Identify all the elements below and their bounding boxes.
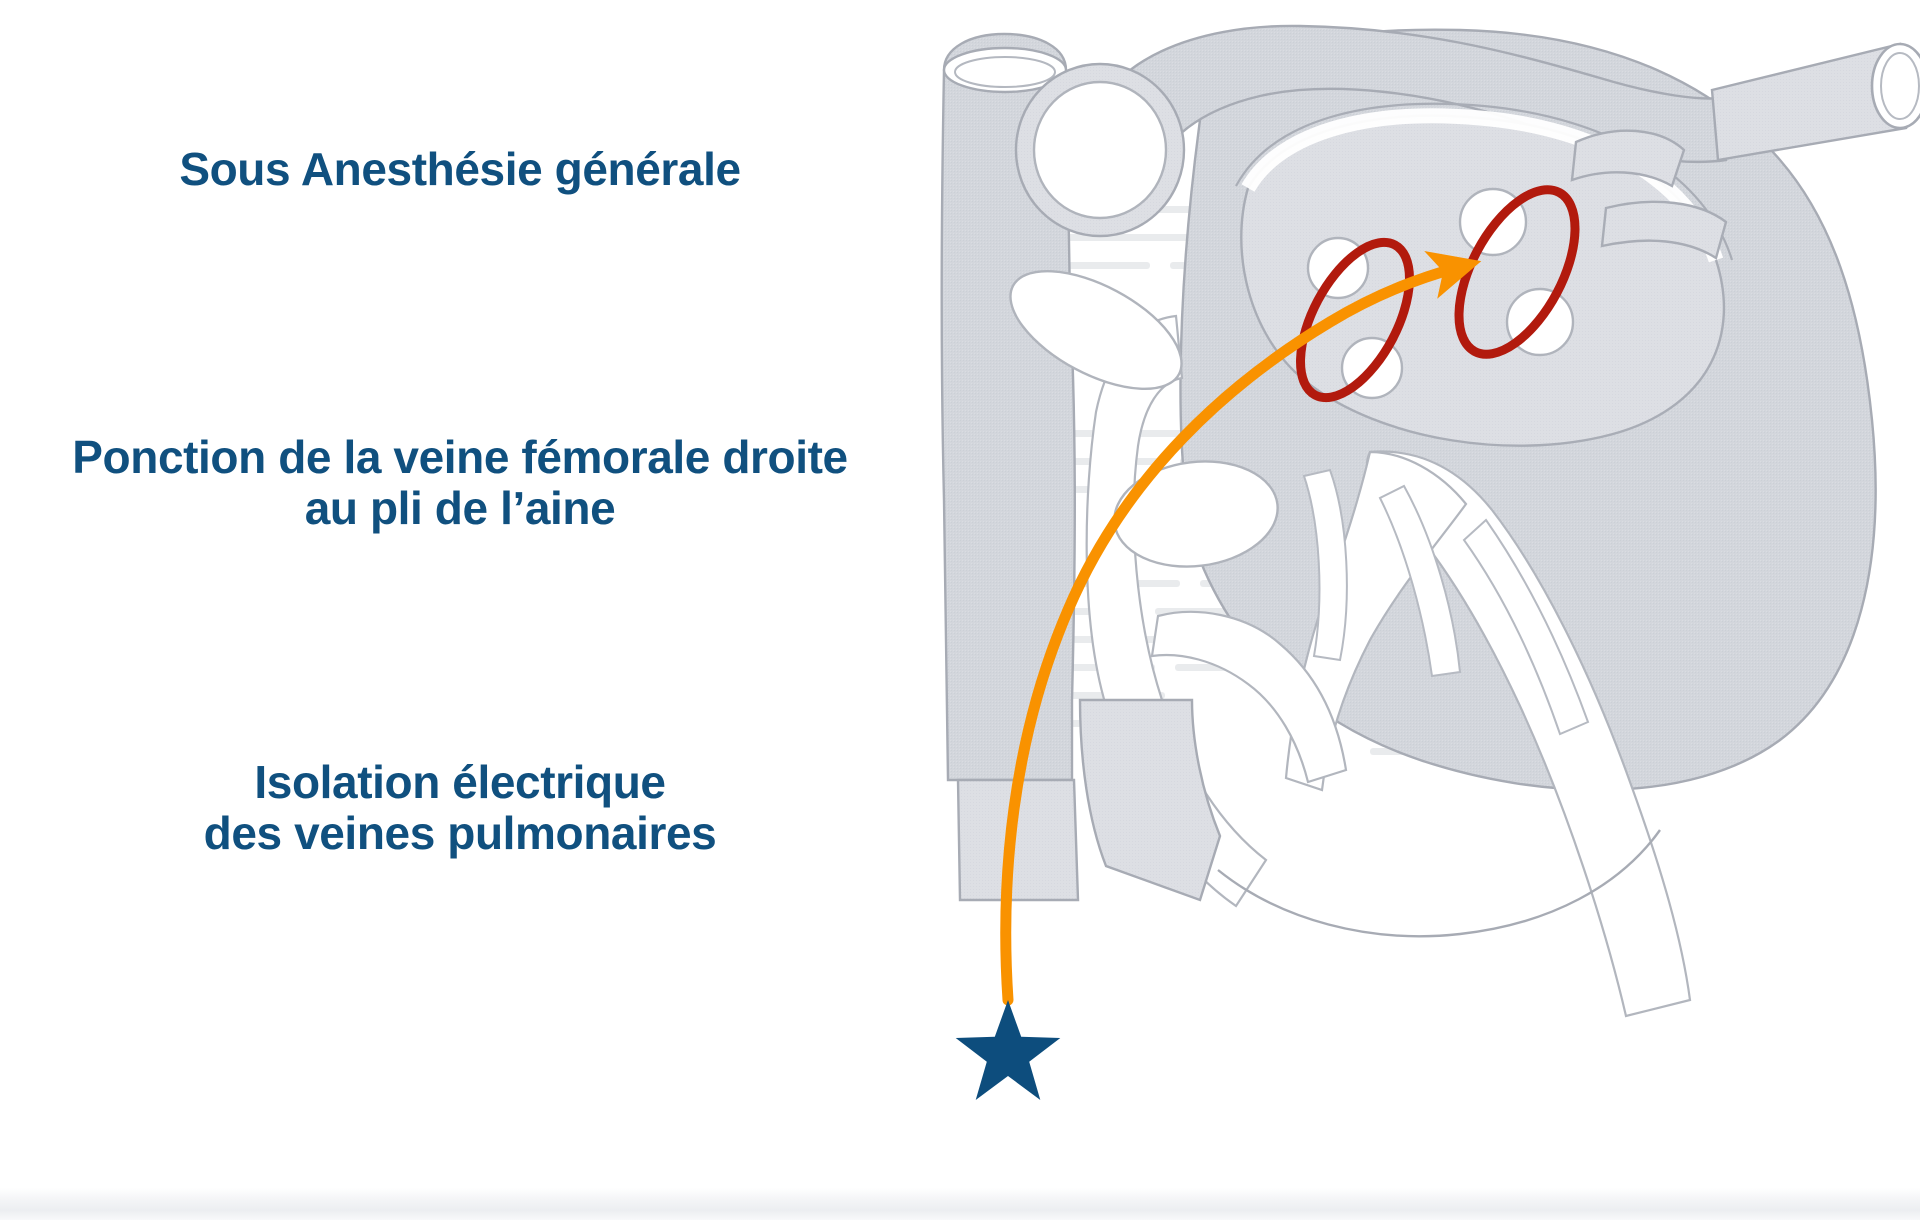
- text-ponction-veine-femorale: Ponction de la veine fémorale droite au …: [72, 431, 848, 534]
- left-atrium-outline: [1235, 102, 1734, 261]
- red-ellipse-right-veins: [1296, 237, 1414, 403]
- inferior-vena-cava: [956, 778, 1080, 902]
- right-heart-inflow-trunk: [1078, 698, 1222, 902]
- superior-vena-cava: [940, 32, 1076, 782]
- puncture-site-star: [955, 1000, 1061, 1100]
- heart-anatomy-illustration: [900, 0, 1920, 1180]
- catheter-path-arrow: [1000, 250, 1482, 1006]
- pulmonary-vein-target-markers: [1296, 185, 1580, 403]
- ventricular-apex: [1217, 829, 1661, 938]
- pulmonary-artery-opening: [1014, 62, 1186, 238]
- aorta-distal-tube: [1710, 42, 1920, 162]
- text-column: Sous Anesthésie générale Ponction de la …: [0, 0, 920, 1180]
- bottom-edge-band: [0, 1188, 1920, 1220]
- text-isolation-electrique: Isolation électrique des veines pulmonai…: [203, 756, 717, 859]
- atrial-appendage-branches: [1570, 129, 1728, 260]
- mitral-valve-leaflet-posterior: [1150, 610, 1348, 784]
- text-anesthesie-generale: Sous Anesthésie générale: [179, 143, 741, 195]
- aortic-valve-orifice: [1009, 270, 1183, 390]
- red-ellipse-left-veins: [1454, 185, 1580, 359]
- left-atrium-rim: [1241, 108, 1724, 263]
- papillary-strands: [1302, 468, 1590, 736]
